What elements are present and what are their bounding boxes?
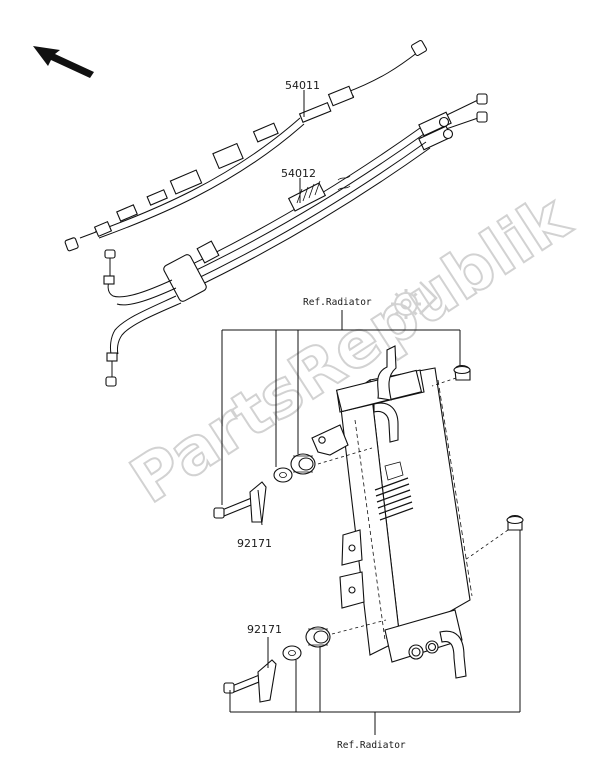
- ref-radiator-top: Ref.Radiator: [303, 297, 372, 308]
- callout-92171-bottom: 92171: [247, 623, 282, 636]
- throttle-cable-54011: [64, 39, 428, 252]
- callout-54011: 54011: [285, 79, 320, 92]
- gear-icon: [391, 289, 421, 319]
- ref-radiator-bottom: Ref.Radiator: [337, 740, 406, 751]
- callout-92171-top: 92171: [237, 537, 272, 550]
- throttle-cable-54012: [103, 93, 488, 387]
- mount-hardware-bottom: [223, 626, 331, 703]
- callout-leaders: [257, 90, 305, 668]
- ref-leaders-top: [221, 310, 461, 505]
- watermark-chevron: [419, 281, 438, 315]
- callout-54012: 54012: [281, 167, 316, 180]
- front-direction-arrow-icon: [33, 46, 94, 78]
- mount-hardware-top: [213, 364, 524, 531]
- radiator: [311, 345, 473, 679]
- ref-leaders-bottom: [229, 529, 521, 735]
